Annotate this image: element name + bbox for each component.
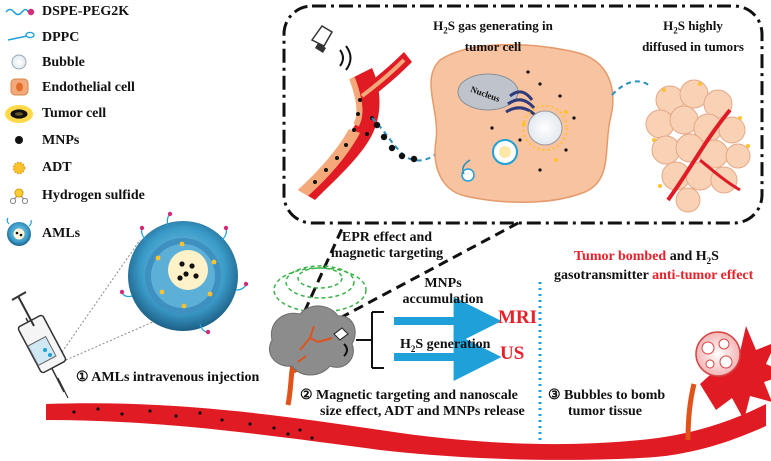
aml-particle-enlarged [119, 211, 249, 335]
tumor-cell-icon [5, 105, 33, 123]
epr-label: EPR effect and magnetic targeting [312, 230, 462, 262]
output-bracket [356, 311, 384, 369]
legend-item-bubble: Bubble [42, 52, 85, 74]
mnps-line1: MNPs [424, 276, 462, 291]
inset-tumor-tissue [645, 79, 751, 213]
bubble-icon [11, 54, 27, 70]
legend-item-hydrogen-sulfide: Hydrogen sulfide [42, 185, 145, 207]
mri-label: MRI [498, 307, 538, 328]
h2s-generation-label: H2S generation [400, 337, 490, 357]
anti-tumor-text: anti-tumor effect [652, 268, 754, 283]
dppc-icon [7, 31, 35, 41]
inset-tumor-cell [430, 43, 614, 203]
legend-label: Hydrogen sulfide [42, 188, 145, 203]
and-h-text: and H [666, 249, 707, 264]
legend-item-endothelial-cell: Endothelial cell [42, 77, 135, 99]
hydrogen-sulfide-icon [9, 188, 29, 205]
inset-title-diffused: H2S highly diffused in tumors [628, 18, 758, 55]
legend-label: Endothelial cell [42, 80, 135, 95]
gasotransmitter-text: gasotransmitter [554, 268, 653, 283]
aml-zoom-line-bottom [65, 317, 163, 361]
h2s-subscript: 2 [673, 25, 678, 36]
tumor-site-1 [269, 305, 356, 406]
step3-label: ③ Bubbles to bomb tumor tissue [548, 388, 665, 420]
legend-item-dppc: DPPC [42, 27, 79, 49]
legend-item-mnps: MNPs [42, 130, 79, 152]
mnps-line2: accumulation [402, 292, 484, 307]
amls-icon [6, 217, 32, 246]
inset-title-generating: H2S gas generating in tumor cell [418, 18, 568, 55]
endothelial-cell-icon [10, 78, 29, 96]
h2s-generating-text: S gas generating in [447, 18, 553, 33]
tumor-site-2 [685, 326, 771, 441]
legend-label: Tumor cell [42, 106, 107, 121]
h2s-generating-line2: tumor cell [464, 38, 522, 54]
legend-label: DSPE-PEG2K [42, 4, 130, 19]
main-blood-vessel [46, 403, 766, 460]
epr-line1: EPR effect and [341, 230, 433, 245]
zoom-line-right [339, 220, 521, 320]
mnps-accumulation-label: MNPs accumulation [388, 276, 498, 308]
h2s-generation-text: S generation [415, 337, 491, 352]
tumor-bombed-text: Tumor bombed [574, 249, 667, 264]
step2-line2: size effect, ADT and MNPs release [320, 404, 525, 419]
h2s-subscript: 2 [706, 255, 712, 266]
h2s-subscript: 2 [410, 343, 416, 354]
inset-frame [282, 4, 764, 225]
step3-line1: ③ Bubbles to bomb [548, 388, 666, 403]
inset-mnps-leak [371, 117, 439, 163]
h2s-h: H [400, 337, 411, 352]
legend-item-dspe-peg2k: DSPE-PEG2K [42, 1, 129, 23]
h2s-h: H [433, 18, 444, 33]
step2-line1: ② Magnetic targeting and nanoscale [300, 388, 518, 403]
aml-zoom-line-top [61, 239, 141, 353]
tumor-bombed-line1: Tumor bombed and H2S [574, 249, 719, 269]
h2s-diffused-text: S highly [677, 18, 723, 33]
step1-label: ① AMLs intravenous injection [76, 370, 260, 385]
ultrasound-probe-icon [310, 25, 352, 71]
legend-item-adt: ADT [42, 157, 72, 179]
mnps-icon [15, 136, 23, 144]
h2s-h: H [663, 18, 674, 33]
step3-line2: tumor tissue [568, 404, 643, 419]
legend-item-amls: AMLs [42, 223, 80, 245]
tumor-bombed-line2: gasotransmitter anti-tumor effect [554, 268, 753, 284]
epr-line2: magnetic targeting [330, 246, 444, 261]
us-label: US [500, 343, 525, 364]
dspe-peg2k-icon [5, 8, 35, 16]
legend-item-tumor-cell: Tumor cell [42, 103, 106, 125]
legend-label: ADT [42, 160, 72, 175]
adt-icon [12, 161, 26, 175]
step2-label: ② Magnetic targeting and nanoscale size … [300, 388, 525, 420]
inset-diffusion-arrow [611, 80, 651, 96]
syringe-icon [11, 291, 69, 399]
h2s-diffused-line2: diffused in tumors [642, 38, 744, 54]
magnetic-field-lines [273, 265, 367, 313]
legend-label: DPPC [42, 30, 80, 45]
s-text: S [711, 249, 719, 264]
legend-label: Bubble [42, 55, 85, 70]
h2s-subscript: 2 [443, 25, 448, 36]
legend-label: MNPs [42, 133, 80, 148]
inset-blood-vessel [298, 52, 412, 200]
legend-label: AMLs [42, 226, 81, 241]
vessel-particles [72, 407, 314, 440]
